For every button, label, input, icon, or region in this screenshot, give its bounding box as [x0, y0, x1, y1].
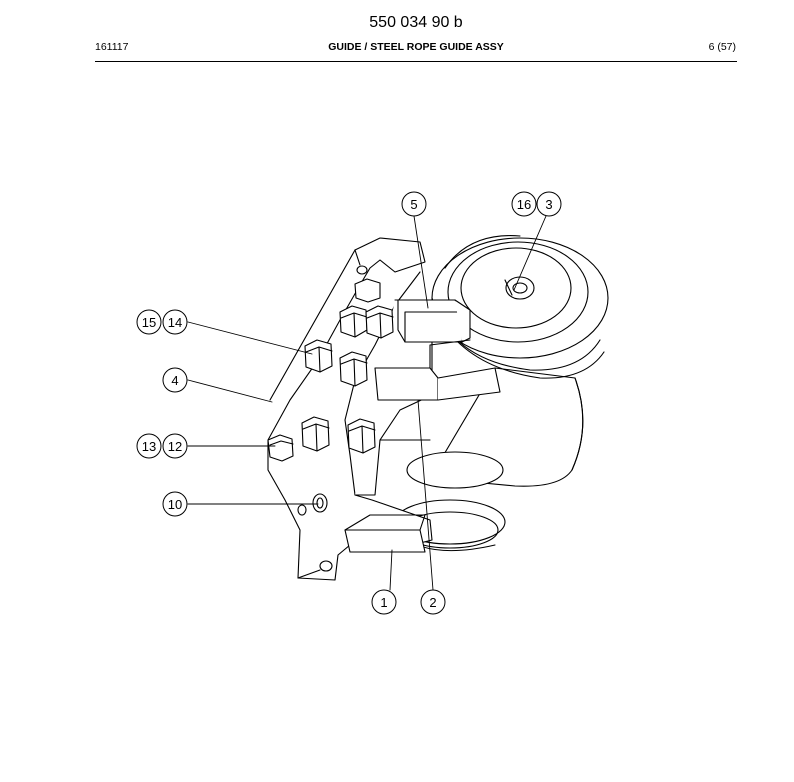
callout-3: 3	[536, 191, 562, 217]
callout-label-2: 2	[429, 595, 436, 610]
callout-14: 14	[162, 309, 188, 335]
callout-label-16: 16	[517, 197, 531, 212]
screw-10	[312, 493, 328, 513]
bolt-lower-right	[347, 418, 376, 454]
callout-4: 4	[162, 367, 188, 393]
date-code: 161117	[95, 41, 129, 53]
bolt-top	[354, 278, 381, 303]
bolt-left	[304, 339, 333, 373]
callout-1: 1	[371, 589, 397, 615]
page-title: GUIDE / STEEL ROPE GUIDE ASSY	[328, 41, 504, 53]
callout-label-15: 15	[142, 315, 156, 330]
bolt-top-left	[339, 305, 368, 338]
callout-label-10: 10	[168, 497, 182, 512]
spacer-blocks	[374, 299, 501, 401]
nut-12	[267, 434, 294, 462]
callout-15: 15	[136, 309, 162, 335]
callout-label-3: 3	[545, 197, 552, 212]
callout-13: 13	[136, 433, 162, 459]
callout-label-5: 5	[410, 197, 417, 212]
bolt-top-right	[365, 305, 394, 339]
callout-10: 10	[162, 491, 188, 517]
callout-2: 2	[420, 589, 446, 615]
page-number: 6 (57)	[708, 41, 736, 53]
callout-label-1: 1	[380, 595, 387, 610]
callout-label-4: 4	[171, 373, 178, 388]
callout-label-14: 14	[168, 315, 182, 330]
document-number: 550 034 90 b	[369, 14, 463, 31]
callout-12: 12	[162, 433, 188, 459]
hex-bolts	[267, 278, 394, 513]
callout-label-13: 13	[142, 439, 156, 454]
frame-plate	[267, 237, 433, 581]
bolt-lower-left	[301, 416, 330, 452]
bolt-middle	[339, 351, 368, 387]
callout-16: 16	[511, 191, 537, 217]
guide-roller-assembly	[394, 235, 609, 552]
leader-lines	[187, 215, 547, 591]
callout-5: 5	[401, 191, 427, 217]
callout-label-12: 12	[168, 439, 182, 454]
callout-bubbles: 5 16 3 15 14 4 13 12 10 1 2	[136, 191, 562, 615]
header-rule	[95, 61, 737, 62]
